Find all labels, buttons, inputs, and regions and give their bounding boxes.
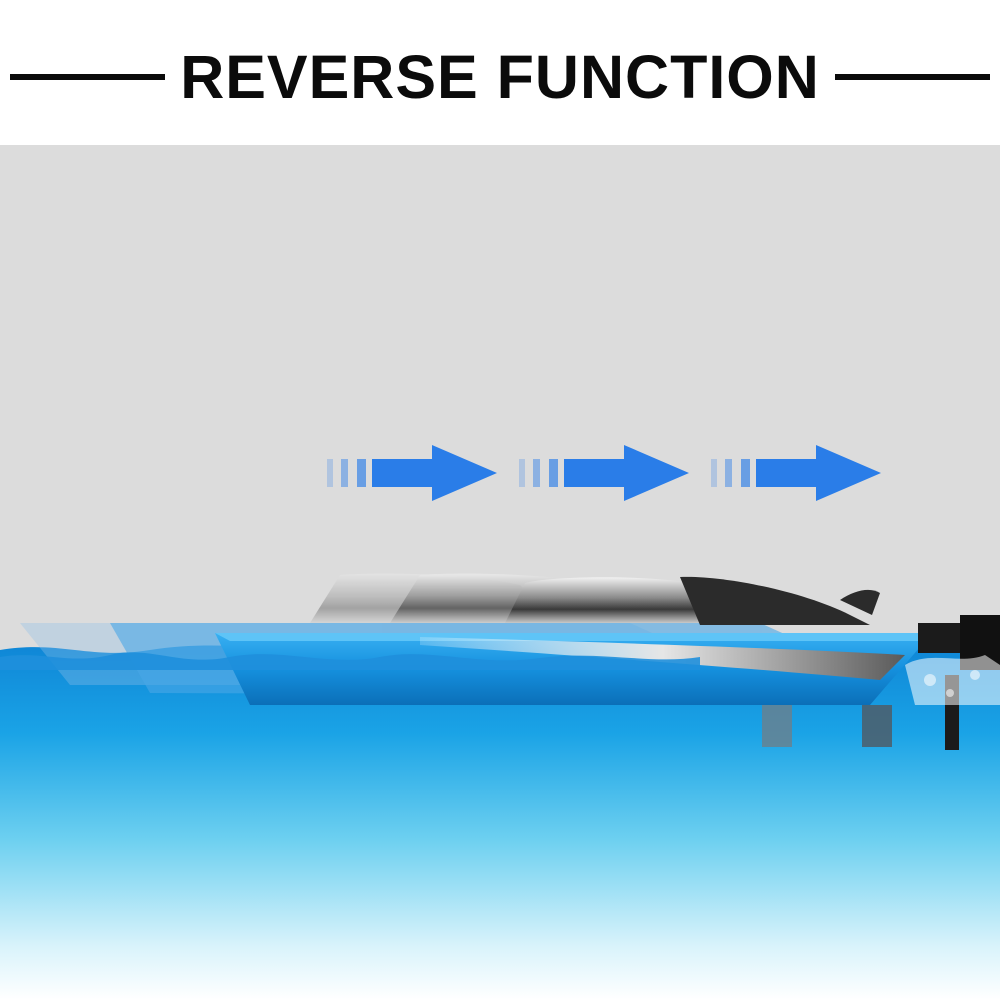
title-rule-right <box>835 74 990 80</box>
water <box>0 644 1000 1000</box>
right-arrow-icon <box>519 445 689 501</box>
scene-illustration <box>0 145 1000 1000</box>
title-rule-left <box>10 74 165 80</box>
page-title: REVERSE FUNCTION <box>180 43 820 111</box>
right-arrow-icon <box>711 445 881 501</box>
scene <box>0 145 1000 1000</box>
motion-arrows <box>327 445 881 501</box>
water-splash <box>0 652 1000 705</box>
right-arrow-icon <box>327 445 497 501</box>
header: REVERSE FUNCTION <box>0 0 1000 145</box>
